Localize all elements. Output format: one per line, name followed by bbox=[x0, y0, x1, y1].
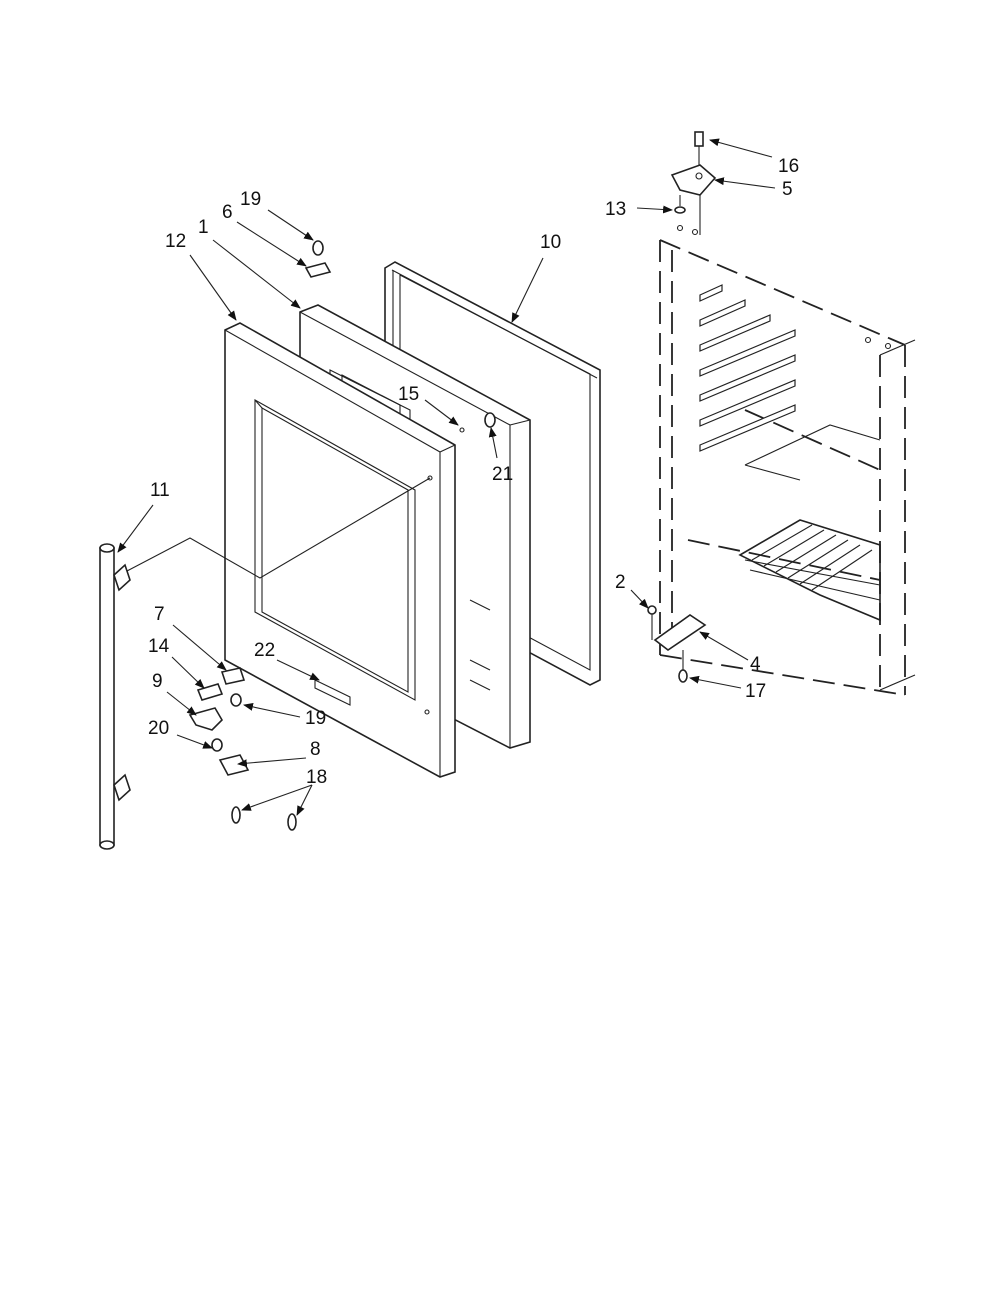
callout-19-top: 19 bbox=[240, 189, 261, 210]
door-handle bbox=[99, 543, 131, 850]
leader-arrows bbox=[117, 138, 776, 816]
callout-22: 22 bbox=[254, 640, 275, 661]
callout-4: 4 bbox=[750, 654, 761, 675]
floor-grille bbox=[738, 519, 881, 622]
callout-7: 7 bbox=[154, 604, 165, 625]
cabinet-liner bbox=[659, 224, 916, 696]
callout-16: 16 bbox=[778, 156, 799, 177]
callout-5: 5 bbox=[782, 179, 793, 200]
callout-8: 8 bbox=[310, 739, 321, 760]
callout-11: 11 bbox=[150, 480, 170, 501]
outer-door bbox=[224, 322, 456, 778]
callout-10: 10 bbox=[540, 232, 561, 253]
callout-20: 20 bbox=[148, 718, 169, 739]
top-hinge bbox=[670, 131, 717, 235]
callout-21: 21 bbox=[492, 464, 513, 485]
bottom-hinge bbox=[647, 605, 707, 683]
callout-9: 9 bbox=[152, 671, 163, 692]
callout-18: 18 bbox=[306, 767, 327, 788]
rear-vent-slots bbox=[699, 284, 796, 452]
callout-17: 17 bbox=[745, 681, 766, 702]
handle-mount-line bbox=[124, 477, 431, 579]
callout-13: 13 bbox=[605, 199, 626, 220]
callout-2: 2 bbox=[615, 572, 626, 593]
callout-19-bottom: 19 bbox=[305, 708, 326, 729]
callout-6: 6 bbox=[222, 202, 233, 223]
callout-labels: 19 6 12 1 10 15 21 16 5 13 11 2 4 17 7 1… bbox=[148, 156, 799, 788]
callout-15: 15 bbox=[398, 384, 419, 405]
callout-1: 1 bbox=[198, 217, 209, 238]
door-hinge-hardware bbox=[188, 240, 496, 831]
callout-14: 14 bbox=[148, 636, 170, 657]
callout-12: 12 bbox=[165, 231, 186, 252]
